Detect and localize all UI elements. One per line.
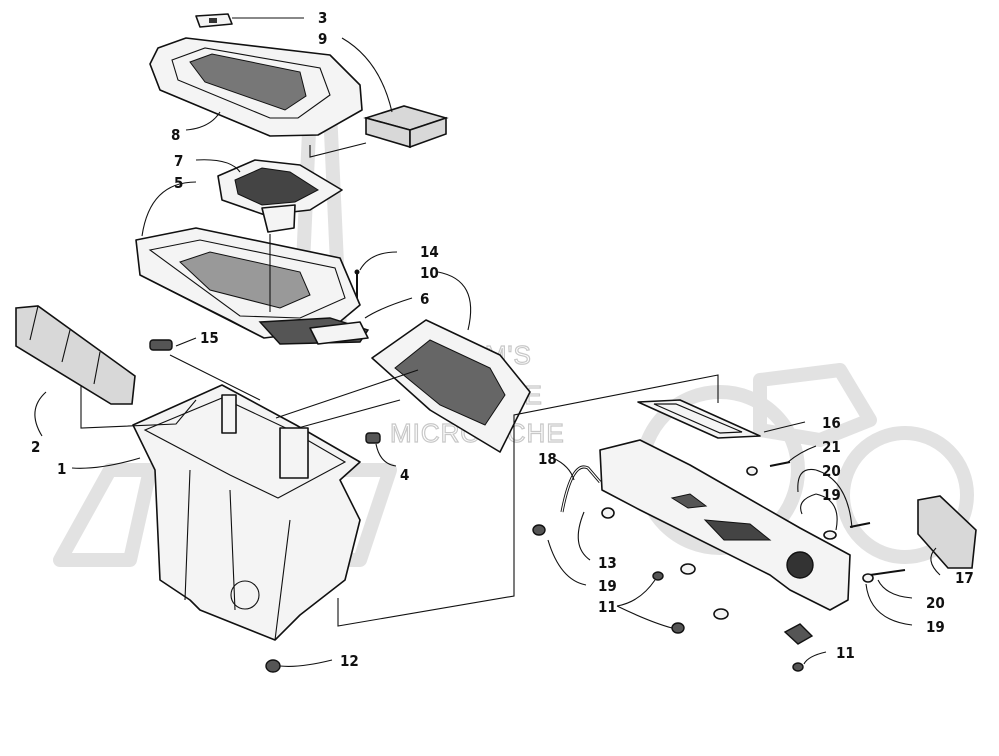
- callout-11-lower: 11: [836, 644, 855, 662]
- callout-15: 15: [200, 329, 219, 347]
- callout-2: 2: [31, 438, 40, 456]
- part-8-filter-cover: [149, 37, 363, 137]
- callout-12: 12: [340, 652, 359, 670]
- part-6-coupler: [258, 317, 370, 345]
- part-4-screw: [365, 432, 381, 444]
- part-10-duct: [371, 319, 531, 453]
- assembly-lines: [80, 142, 719, 627]
- callout-19-upper: 19: [822, 486, 841, 504]
- callout-19-left: 19: [598, 577, 617, 595]
- part-1-main-airbox: [132, 384, 361, 641]
- callout-9: 9: [318, 30, 327, 48]
- part-18-tube: [560, 465, 602, 513]
- callout-3: 3: [318, 9, 327, 27]
- callout-10: 10: [420, 264, 439, 282]
- part-16-gasket: [637, 399, 761, 439]
- part-7-intake: [217, 159, 343, 233]
- callout-21: 21: [822, 438, 841, 456]
- leader-lines: [34, 17, 941, 667]
- part-17-foam: [917, 495, 977, 569]
- callout-17: 17: [955, 569, 974, 587]
- silencer-assembly: [599, 439, 851, 645]
- callout-5: 5: [174, 174, 183, 192]
- callout-20-upper: 20: [822, 462, 841, 480]
- callout-11-left: 11: [598, 598, 617, 616]
- part-14-screw: [354, 269, 360, 298]
- part-3-gasket: [195, 13, 233, 28]
- callout-4: 4: [400, 466, 409, 484]
- callout-14: 14: [420, 243, 439, 261]
- callout-6: 6: [420, 290, 429, 308]
- callout-8: 8: [171, 126, 180, 144]
- callout-16: 16: [822, 414, 841, 432]
- part-9-filter: [363, 105, 449, 149]
- part-2-foam: [15, 305, 136, 405]
- callout-labels: 3 9 8 7 5 14 10 6 15 2 1 4 12 16 21 20 1…: [31, 9, 974, 670]
- callout-18: 18: [538, 450, 557, 468]
- part-15-breather: [149, 339, 173, 351]
- hardware: [532, 461, 906, 672]
- callout-13: 13: [598, 554, 617, 572]
- callout-1: 1: [57, 460, 66, 478]
- callout-7: 7: [174, 152, 183, 170]
- callout-19-lower: 19: [926, 618, 945, 636]
- callout-20-lower: 20: [926, 594, 945, 612]
- part-12-drain: [265, 659, 281, 673]
- part-5-upper-airbox: [135, 227, 361, 339]
